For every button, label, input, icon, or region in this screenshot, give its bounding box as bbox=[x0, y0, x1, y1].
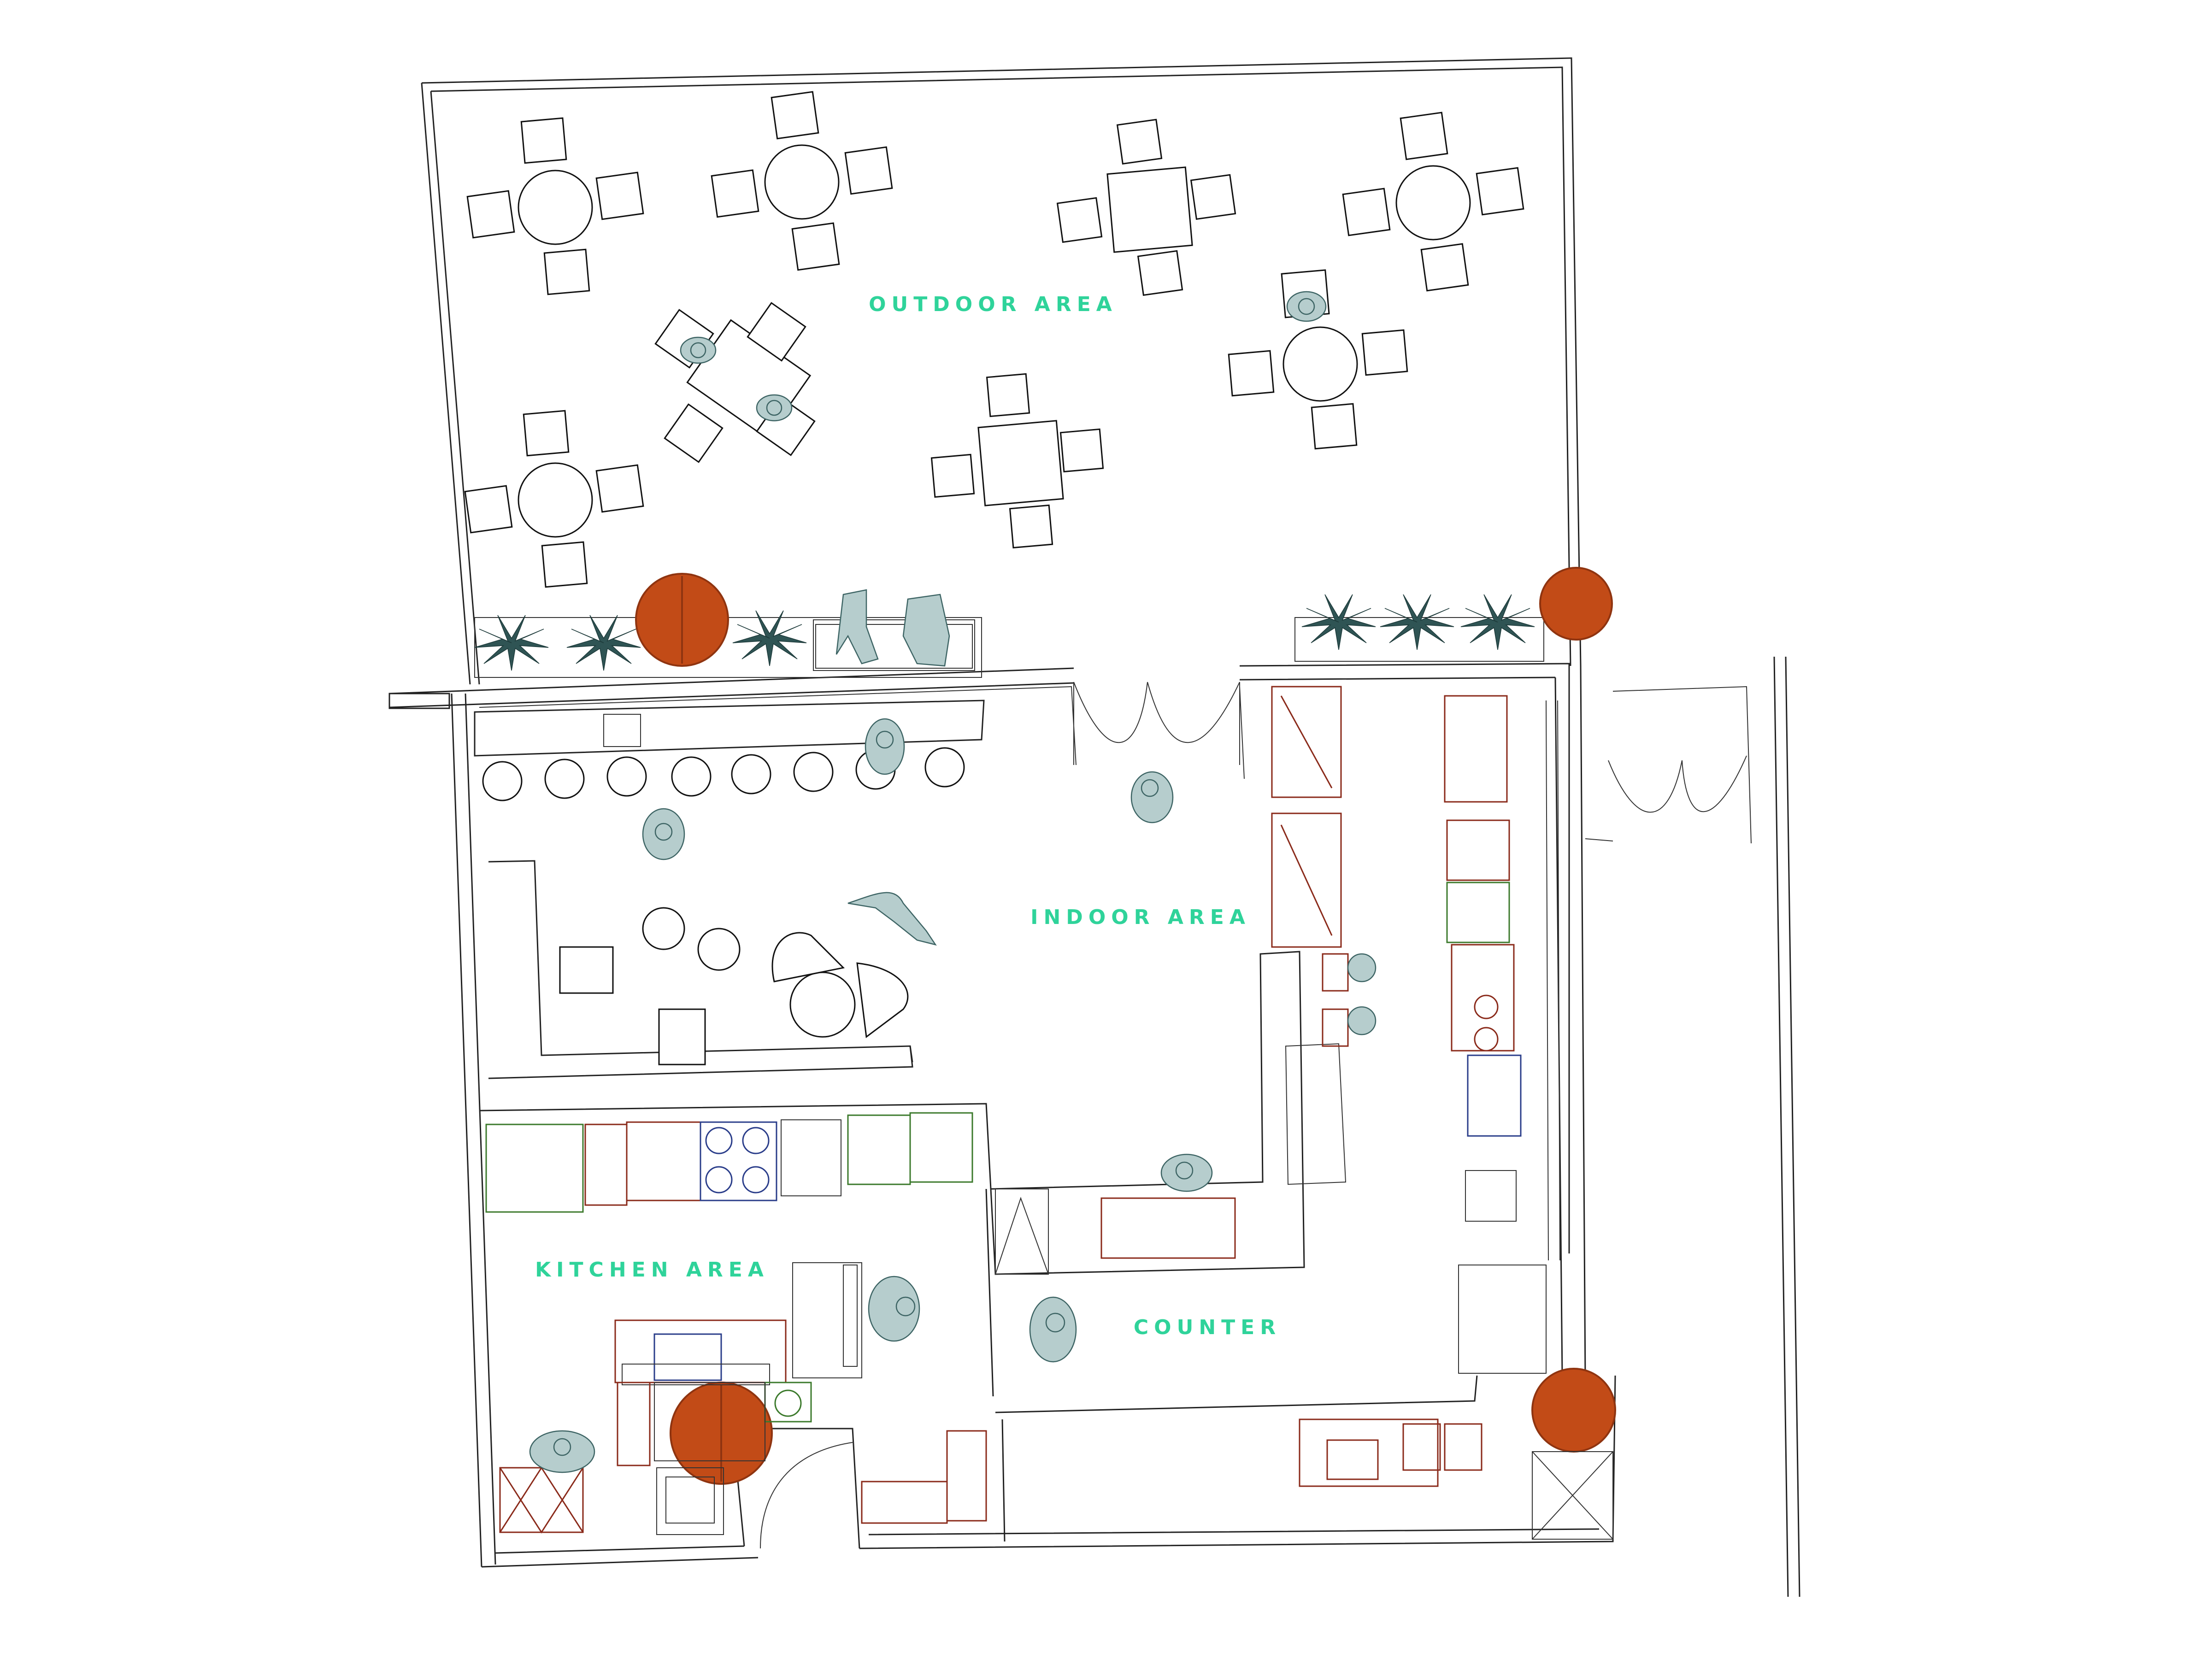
chair-icon bbox=[464, 485, 513, 534]
chair-icon bbox=[1059, 428, 1104, 473]
door-swing-icon bbox=[1608, 755, 1747, 813]
door-swing-icon bbox=[760, 1442, 853, 1549]
plant-icon bbox=[474, 615, 549, 671]
chair-icon bbox=[1137, 250, 1183, 296]
sink-icon bbox=[1465, 1170, 1517, 1222]
round-table-icon bbox=[518, 170, 593, 245]
person-icon bbox=[868, 1276, 920, 1342]
chair-icon bbox=[1476, 167, 1524, 216]
chair-icon bbox=[1311, 403, 1358, 450]
chair-icon bbox=[1228, 350, 1275, 397]
bar-stool-icon bbox=[731, 754, 771, 794]
trees bbox=[635, 567, 1616, 1540]
chair-icon bbox=[523, 410, 570, 457]
chair-icon bbox=[747, 302, 806, 362]
stove-icon bbox=[700, 1121, 777, 1201]
chair-icon bbox=[930, 453, 975, 498]
bar-stool-icon bbox=[924, 747, 965, 788]
round-table-icon bbox=[518, 462, 593, 538]
kitchen-area-label: KITCHEN AREA bbox=[535, 1258, 769, 1282]
person-icon bbox=[529, 1430, 595, 1473]
counter-label: COUNTER bbox=[1134, 1316, 1281, 1339]
person-icon bbox=[756, 394, 793, 422]
chair-icon bbox=[1400, 112, 1448, 160]
plant-icon bbox=[566, 615, 641, 671]
walls bbox=[388, 57, 1800, 1597]
sink-icon bbox=[656, 1467, 724, 1535]
chair-icon bbox=[541, 541, 588, 588]
square-table-icon bbox=[1106, 166, 1193, 253]
outdoor-area-label: OUTDOOR AREA bbox=[869, 293, 1118, 316]
chair-icon bbox=[791, 222, 840, 271]
person-icon bbox=[642, 808, 685, 860]
chair-icon bbox=[520, 117, 567, 164]
chair-icon bbox=[1342, 188, 1391, 236]
service-equipment bbox=[1444, 695, 1547, 1374]
person-icon bbox=[680, 336, 717, 364]
stove-icon bbox=[1474, 1027, 1499, 1052]
stove-icon bbox=[1474, 994, 1499, 1019]
chair-icon bbox=[466, 190, 515, 239]
zone-labels: OUTDOOR AREA INDOOR AREA KITCHEN AREA CO… bbox=[535, 293, 1281, 1339]
door-swing-icon bbox=[1073, 682, 1240, 743]
bar-stool-icon bbox=[671, 756, 712, 797]
bar-stool-icon bbox=[544, 759, 585, 799]
round-table-icon bbox=[1395, 165, 1471, 241]
chair-icon bbox=[664, 403, 724, 463]
chair-icon bbox=[543, 248, 590, 295]
bar-stool-icon bbox=[482, 761, 523, 801]
chair-icon bbox=[595, 464, 644, 513]
chair-icon bbox=[1116, 118, 1163, 165]
round-table-icon bbox=[1282, 326, 1358, 402]
person-icon bbox=[835, 589, 879, 665]
plant-icon bbox=[732, 610, 807, 666]
kitchen-equipment bbox=[485, 1112, 1483, 1535]
outdoor-furniture bbox=[464, 91, 1524, 588]
round-table-icon bbox=[764, 144, 840, 220]
person-icon bbox=[847, 892, 937, 946]
tree-icon bbox=[1531, 1368, 1616, 1453]
chair-icon bbox=[1361, 329, 1408, 376]
bar-stool-icon bbox=[606, 756, 647, 797]
square-table-icon bbox=[977, 420, 1064, 506]
person-icon bbox=[1029, 1296, 1077, 1363]
bar-stool-icon bbox=[793, 752, 834, 792]
indoor-area-label: INDOOR AREA bbox=[1030, 906, 1251, 929]
chair-icon bbox=[1009, 504, 1053, 549]
chair-icon bbox=[595, 171, 644, 220]
chair-icon bbox=[986, 373, 1030, 418]
chair-icon bbox=[844, 146, 893, 195]
stove-icon bbox=[781, 1119, 841, 1196]
person-icon bbox=[1130, 771, 1174, 824]
indoor-furniture bbox=[482, 686, 1377, 1363]
chair-icon bbox=[1056, 197, 1103, 243]
chair-icon bbox=[711, 169, 759, 218]
person-icon bbox=[902, 594, 950, 667]
person-icon bbox=[1286, 291, 1327, 322]
chair-icon bbox=[1420, 243, 1469, 292]
plant-icon bbox=[1380, 594, 1454, 650]
chair-icon bbox=[1190, 174, 1236, 220]
plant-icon bbox=[1460, 594, 1535, 650]
doors bbox=[760, 682, 1747, 1549]
planters bbox=[474, 589, 1544, 678]
person-icon bbox=[865, 718, 905, 775]
plant-icon bbox=[1301, 594, 1376, 650]
person-icon bbox=[1160, 1153, 1213, 1192]
tree-icon bbox=[1539, 567, 1613, 641]
chair-icon bbox=[771, 91, 819, 140]
